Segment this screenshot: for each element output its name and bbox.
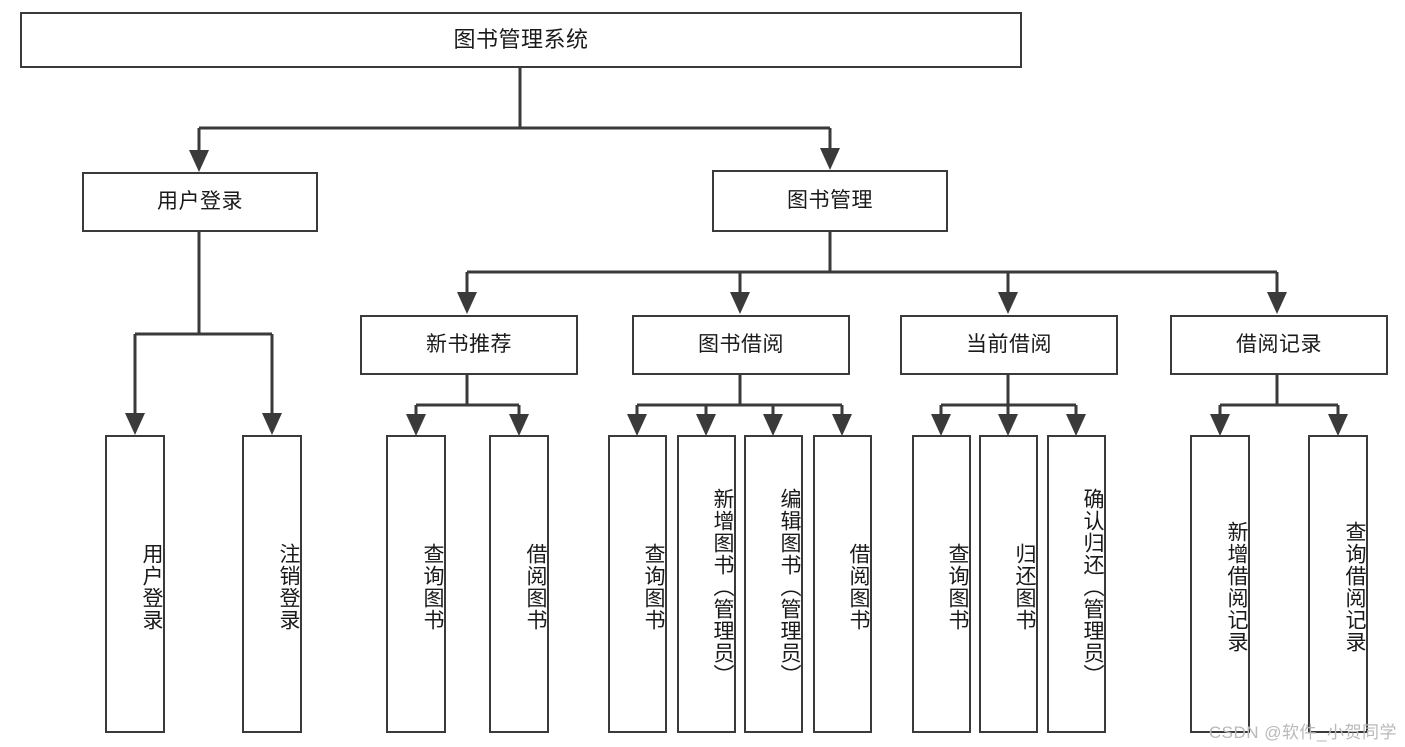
leaf-recommend-query-book[interactable]: 查询图书	[386, 435, 446, 733]
leaf-borrow-query-book[interactable]: 查询图书	[608, 435, 667, 733]
leaf-label: 查询图书	[946, 543, 969, 631]
leaf-recommend-borrow-book[interactable]: 借阅图书	[489, 435, 549, 733]
csdn-watermark: CSDN @软件_小贺同学	[1208, 723, 1397, 742]
node-book-management[interactable]: 图书管理	[712, 170, 948, 232]
node-borrow-record[interactable]: 借阅记录	[1170, 315, 1388, 375]
node-book-borrow[interactable]: 图书借阅	[632, 315, 850, 375]
node-user-login-label: 用户登录	[157, 189, 243, 213]
arrow-heads	[125, 148, 1348, 436]
leaf-label: 查询图书	[642, 543, 665, 631]
node-user-login[interactable]: 用户登录	[82, 172, 318, 232]
node-current-borrow[interactable]: 当前借阅	[900, 315, 1118, 375]
leaf-label: 查询借阅记录	[1343, 521, 1366, 653]
node-book-borrow-label: 图书借阅	[698, 332, 784, 356]
leaf-user-login-login[interactable]: 用户登录	[105, 435, 165, 733]
leaf-borrow-borrow-book[interactable]: 借阅图书	[813, 435, 872, 733]
leaf-current-confirm-return-admin[interactable]: 确认归还（管理员）	[1047, 435, 1106, 733]
leaf-record-add-record[interactable]: 新增借阅记录	[1190, 435, 1250, 733]
node-root-label: 图书管理系统	[453, 27, 589, 53]
node-root-system[interactable]: 图书管理系统	[20, 12, 1022, 68]
leaf-current-query-book[interactable]: 查询图书	[912, 435, 971, 733]
node-new-book-recommend-label: 新书推荐	[426, 332, 512, 356]
leaf-user-login-logout[interactable]: 注销登录	[242, 435, 302, 733]
leaf-borrow-add-book-admin[interactable]: 新增图书（管理员）	[677, 435, 736, 733]
leaf-borrow-edit-book-admin[interactable]: 编辑图书（管理员）	[744, 435, 803, 733]
leaf-label: 编辑图书（管理员）	[778, 488, 801, 686]
node-current-borrow-label: 当前借阅	[966, 332, 1052, 356]
leaf-label: 新增图书（管理员）	[711, 488, 734, 686]
leaf-label: 借阅图书	[847, 543, 870, 631]
node-new-book-recommend[interactable]: 新书推荐	[360, 315, 578, 375]
leaf-label: 新增借阅记录	[1225, 521, 1248, 653]
leaf-record-query-record[interactable]: 查询借阅记录	[1308, 435, 1368, 733]
node-book-management-label: 图书管理	[787, 188, 873, 212]
leaf-label: 借阅图书	[524, 543, 547, 631]
leaf-label: 确认归还（管理员）	[1081, 488, 1104, 686]
leaf-current-return-book[interactable]: 归还图书	[979, 435, 1038, 733]
leaf-label: 查询图书	[421, 543, 444, 631]
leaf-label: 注销登录	[277, 543, 300, 631]
leaf-label: 归还图书	[1013, 543, 1036, 631]
leaf-label: 用户登录	[140, 543, 163, 631]
node-borrow-record-label: 借阅记录	[1236, 332, 1322, 356]
